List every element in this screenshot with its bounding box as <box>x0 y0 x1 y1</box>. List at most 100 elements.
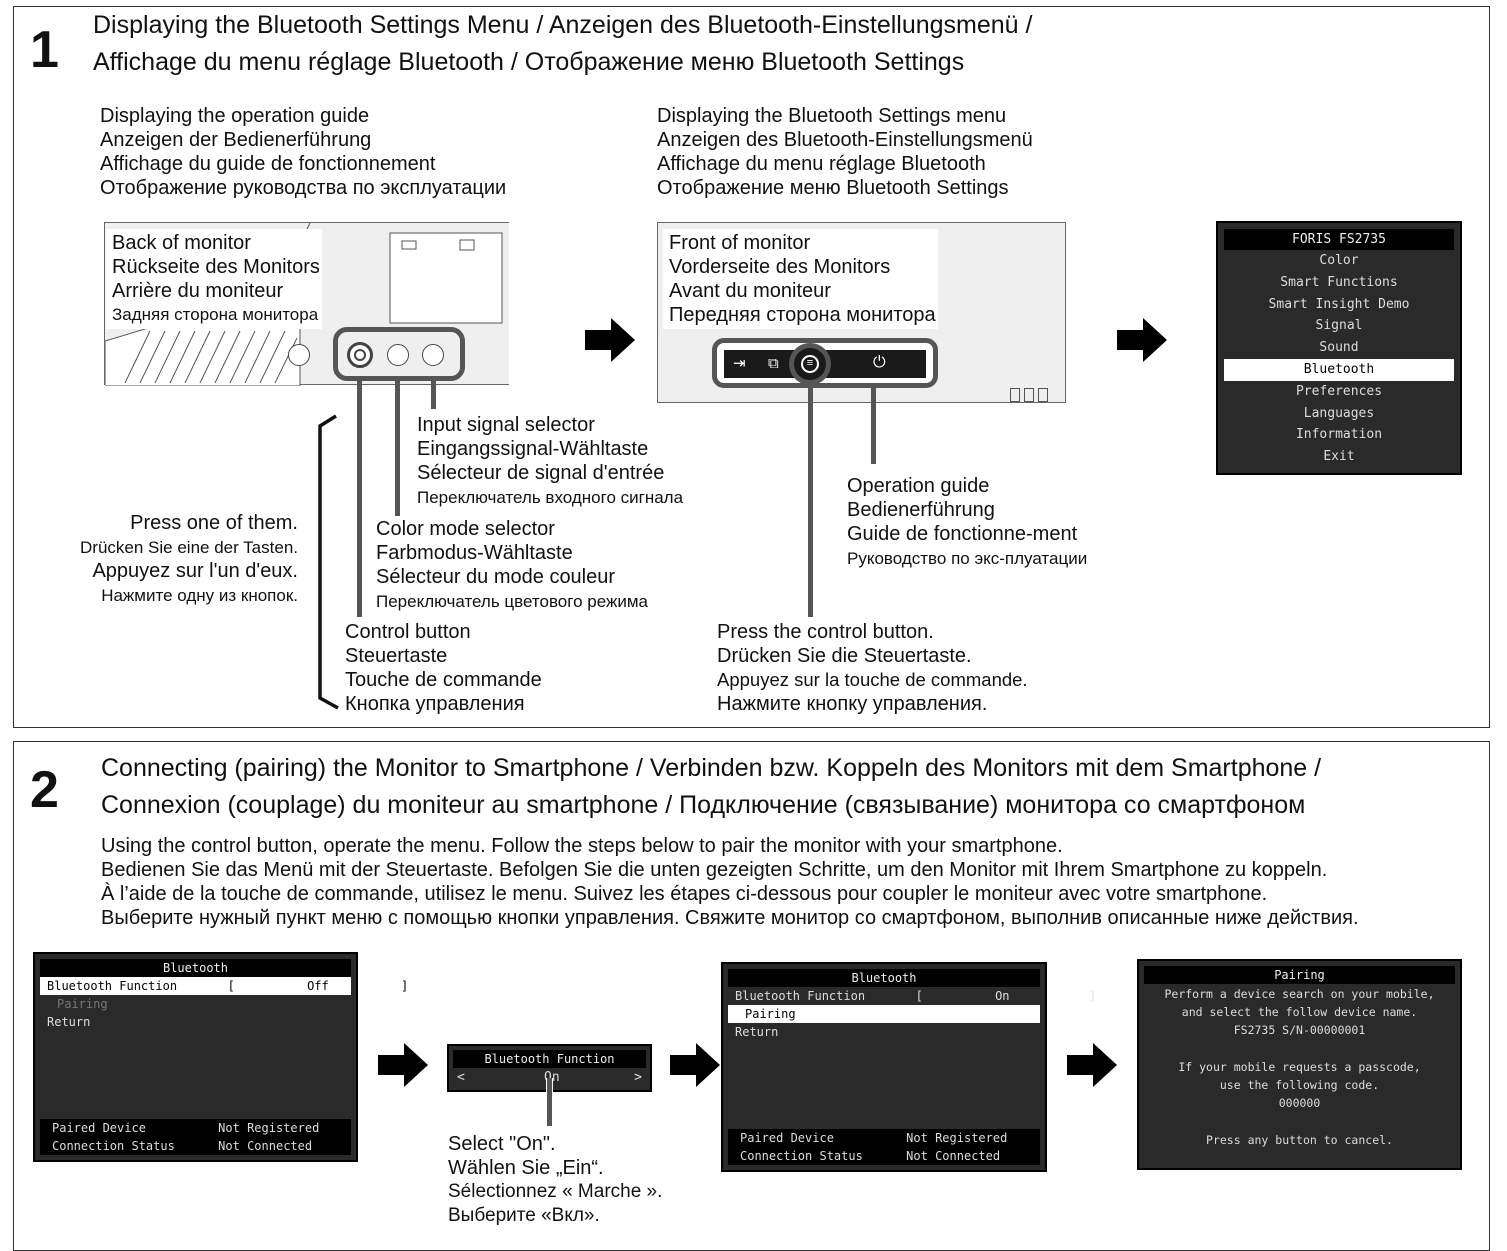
step2-title-line2: Connexion (couplage) du moniteur au smar… <box>101 791 1306 819</box>
input-selector-fr: Sélecteur de signal d'entrée <box>417 462 665 484</box>
bt-off-paired-device: Paired Device Not Registered <box>52 1121 320 1135</box>
pairing-line-4: If your mobile requests a passcode, <box>1178 1059 1421 1074</box>
leader-select-on <box>546 1078 553 1126</box>
front-vents <box>1010 388 1050 402</box>
instructions-en: Using the control button, operate the me… <box>101 835 1063 857</box>
press-control-ru: Нажмите кнопку управления. <box>717 693 988 715</box>
color-selector-fr: Sélecteur du mode couleur <box>376 566 616 588</box>
left-caption-de: Anzeigen der Bedienerführung <box>100 129 372 151</box>
bluetooth-menu-off: Bluetooth Bluetooth Function [ Off ] Pai… <box>33 952 408 1162</box>
back-label-ru: Задняя сторона монитора <box>112 305 319 324</box>
bt-off-pairing: Pairing <box>57 997 108 1011</box>
leader-control <box>357 381 362 617</box>
pairing-cancel-hint: Press any button to cancel. <box>1206 1132 1393 1147</box>
power-button-back[interactable] <box>288 344 310 366</box>
left-caption-en: Displaying the operation guide <box>100 105 370 127</box>
select-on-fr: Sélectionnez « Marche ». <box>448 1181 663 1202</box>
arrow-right-icon <box>378 1043 428 1087</box>
input-selector-ru: Переключатель входного сигнала <box>417 488 684 507</box>
bt-on-footer: Paired Device Not Registered Connection … <box>728 1129 1040 1165</box>
control-button-front[interactable]: ≡ <box>789 343 831 385</box>
front-label-de: Vorderseite des Monitors <box>669 256 891 278</box>
arrow-right-icon <box>1067 1043 1117 1087</box>
input-selector-de: Eingangssignal-Wähltaste <box>417 438 649 460</box>
control-button-fr: Touche de commande <box>345 669 542 691</box>
front-label-en: Front of monitor <box>669 232 811 254</box>
pairing-line-2: and select the follow device name. <box>1181 1005 1418 1020</box>
bluetooth-menu-on: Bluetooth Bluetooth Function [ On ] Pair… <box>721 962 1097 1172</box>
pairing-message: Perform a device search on your mobile, … <box>1139 984 1460 1149</box>
back-label-en: Back of monitor <box>112 232 251 254</box>
step1-number: 1 <box>30 21 59 79</box>
operation-guide-ru: Руководство по экс-плуатации <box>847 549 1088 568</box>
instructions-ru: Выберите нужный пункт меню с помощью кно… <box>101 907 1359 929</box>
pairing-header: Pairing <box>1144 966 1455 984</box>
instructions-de: Bedienen Sie das Menü mit der Steuertast… <box>101 859 1328 881</box>
color-mode-button[interactable] <box>387 344 409 366</box>
select-on-ru: Выберите «Вкл». <box>448 1205 600 1226</box>
bt-on-function-row[interactable]: Bluetooth Function [ On ] <box>735 989 1097 1003</box>
back-label-fr: Arrière du moniteur <box>112 280 284 302</box>
copy-icon[interactable]: ⧉ <box>768 355 779 372</box>
menu-item-exit[interactable]: Exit <box>1323 449 1355 465</box>
menu-item-smart-insight-demo[interactable]: Smart Insight Demo <box>1268 296 1410 312</box>
control-button-en: Control button <box>345 621 471 643</box>
mid-caption-de: Anzeigen des Bluetooth-Einstellungsmenü <box>657 129 1033 151</box>
step2-title-line1: Connecting (pairing) the Monitor to Smar… <box>101 754 1322 782</box>
step2-number: 2 <box>30 761 59 819</box>
press-control-de: Drücken Sie die Steuertaste. <box>717 645 972 667</box>
operation-guide-en: Operation guide <box>847 475 990 497</box>
pairing-line-blank-1 <box>1139 1040 1460 1058</box>
pairing-passcode: 000000 <box>1278 1096 1321 1111</box>
leader-operation-guide <box>871 388 876 464</box>
menu-item-signal[interactable]: Signal <box>1315 318 1363 334</box>
bt-off-connection-status: Connection Status Not Connected <box>52 1139 313 1153</box>
control-button-de: Steuertaste <box>345 645 448 667</box>
button-group-outline <box>333 327 465 381</box>
input-icon[interactable]: ⇥ <box>733 355 746 372</box>
control-button-back[interactable] <box>347 342 373 368</box>
menu-item-languages[interactable]: Languages <box>1303 405 1375 421</box>
press-one-de: Drücken Sie eine der Tasten. <box>80 538 298 557</box>
main-menu-osd: FORIS FS2735 Color Smart Functions Smart… <box>1216 221 1462 475</box>
mid-caption-en: Displaying the Bluetooth Settings menu <box>657 105 1007 127</box>
bt-off-function-row[interactable]: Bluetooth Function [ Off ] <box>40 977 408 995</box>
operation-guide-de: Bedienerführung <box>847 499 995 521</box>
press-one-en: Press one of them. <box>130 512 298 534</box>
step1-title-line2: Affichage du menu réglage Bluetooth / От… <box>93 48 965 76</box>
menu-item-information[interactable]: Information <box>1295 427 1383 443</box>
select-on-en: Select "On". <box>448 1133 556 1155</box>
pairing-line-1: Perform a device search on your mobile, <box>1164 987 1435 1001</box>
color-selector-en: Color mode selector <box>376 518 555 540</box>
bt-off-header: Bluetooth <box>40 959 351 977</box>
leader-input <box>431 381 436 409</box>
input-signal-button[interactable] <box>422 344 444 366</box>
bt-dialog-right-arrow[interactable]: > <box>634 1070 642 1085</box>
bt-on-pairing[interactable]: Pairing <box>728 1005 1040 1023</box>
front-of-monitor-label: Front of monitor Vorderseite des Monitor… <box>663 229 938 329</box>
left-caption-ru: Отображение руководства по эксплуатации <box>100 177 507 199</box>
press-control-en: Press the control button. <box>717 621 934 643</box>
menu-icon: ≡ <box>801 355 819 373</box>
control-button-ru: Кнопка управления <box>345 693 525 715</box>
leader-color <box>395 381 400 516</box>
color-selector-ru: Переключатель цветового режима <box>376 592 648 611</box>
mid-caption-ru: Отображение меню Bluetooth Settings <box>657 177 1009 199</box>
bt-dialog-left-arrow[interactable]: < <box>457 1070 465 1085</box>
bt-on-return[interactable]: Return <box>735 1025 779 1039</box>
menu-item-smart-functions[interactable]: Smart Functions <box>1280 274 1398 290</box>
power-icon[interactable]: ⏻ <box>873 354 886 371</box>
bt-off-footer: Paired Device Not Registered Connection … <box>40 1119 351 1155</box>
menu-item-bluetooth[interactable]: Bluetooth <box>1224 358 1454 381</box>
back-of-monitor-label: Back of monitor Rückseite des Monitors A… <box>106 229 322 329</box>
front-label-fr: Avant du moniteur <box>669 280 831 302</box>
bracket <box>318 414 339 710</box>
bt-off-return[interactable]: Return <box>47 1015 91 1029</box>
menu-item-color[interactable]: Color <box>1319 253 1359 268</box>
bt-on-header: Bluetooth <box>728 969 1040 987</box>
menu-item-sound[interactable]: Sound <box>1319 340 1359 356</box>
press-one-fr: Appuyez sur l'un d'eux. <box>92 560 298 582</box>
menu-item-preferences[interactable]: Preferences <box>1295 383 1383 399</box>
arrow-right-icon <box>585 318 635 362</box>
operation-guide-fr: Guide de fonctionne-ment <box>847 523 1078 545</box>
